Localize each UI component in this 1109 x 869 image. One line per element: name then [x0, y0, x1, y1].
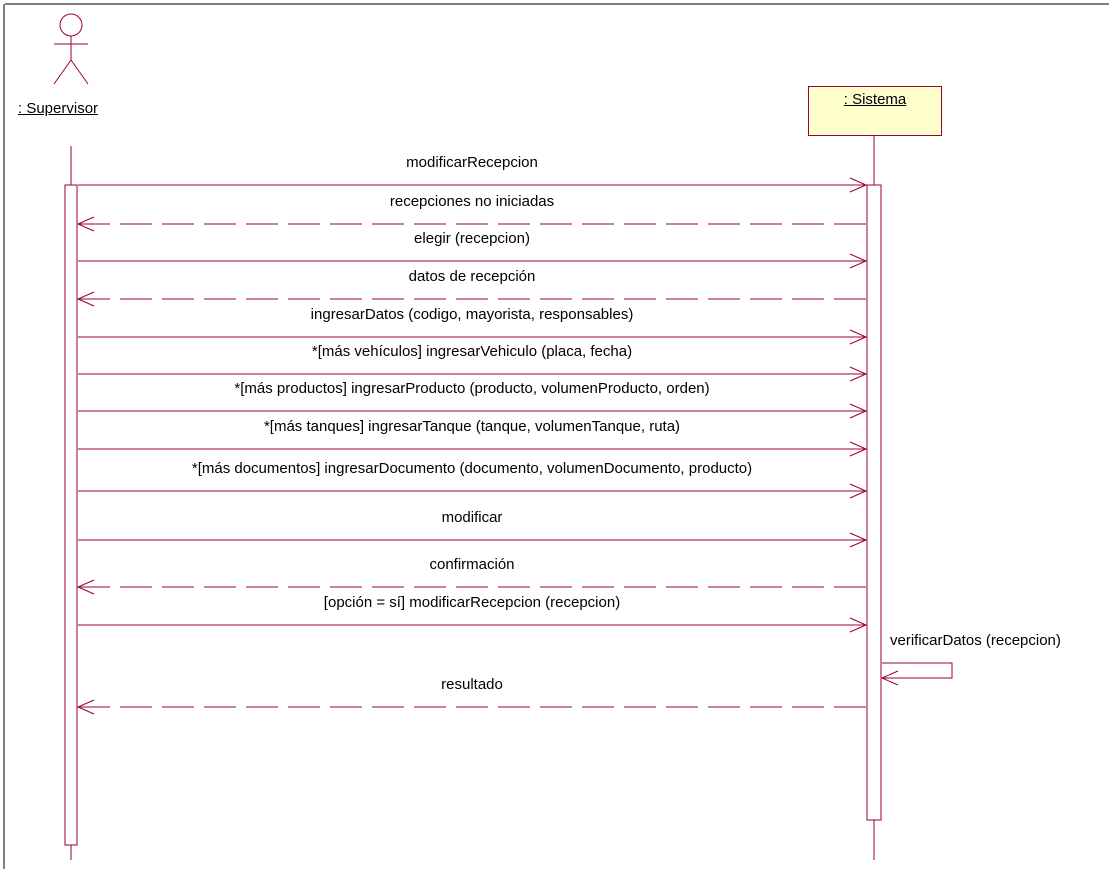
message-arrow-6 [78, 366, 868, 382]
message-label-14: resultado [441, 676, 503, 693]
message-label-10: modificar [441, 509, 503, 526]
message-label-4: datos de recepción [408, 268, 536, 285]
message-arrow-5 [78, 329, 868, 345]
message-arrow-9 [78, 483, 868, 499]
message-arrow-14 [76, 699, 866, 715]
message-arrow-1 [78, 177, 868, 193]
message-label-12: [opción = sí] modificarRecepcion (recepc… [323, 594, 621, 611]
supervisor-activation-bar [64, 184, 78, 846]
message-label-3: elegir (recepcion) [414, 230, 530, 247]
sistema-name: : Sistema [843, 91, 907, 108]
message-arrow-8 [78, 441, 868, 457]
message-label-6: *[más vehículos] ingresarVehiculo (placa… [311, 343, 633, 360]
message-label-11: confirmación [429, 556, 515, 573]
sistema-activation-bar [866, 184, 882, 821]
stick-figure-icon [53, 13, 89, 85]
message-arrow-11 [76, 579, 866, 595]
messages-layer [76, 177, 953, 715]
sistema-object-box: : Sistema [808, 86, 942, 136]
message-arrow-10 [78, 532, 868, 548]
message-label-8: *[más tanques] ingresarTanque (tanque, v… [263, 418, 681, 435]
message-arrow-13 [880, 662, 953, 686]
message-arrow-12 [78, 617, 868, 633]
message-label-2: recepciones no iniciadas [389, 193, 555, 210]
message-label-5: ingresarDatos (codigo, mayorista, respon… [310, 306, 634, 323]
message-label-9: *[más documentos] ingresarDocumento (doc… [191, 460, 753, 477]
message-arrow-2 [76, 216, 866, 232]
message-arrow-4 [76, 291, 866, 307]
message-arrow-7 [78, 403, 868, 419]
message-label-13: verificarDatos (recepcion) [890, 632, 1061, 649]
message-arrow-3 [78, 253, 868, 269]
actor-name: : Supervisor [18, 100, 99, 117]
message-label-7: *[más productos] ingresarProducto (produ… [234, 380, 710, 397]
message-label-1: modificarRecepcion [406, 154, 538, 171]
